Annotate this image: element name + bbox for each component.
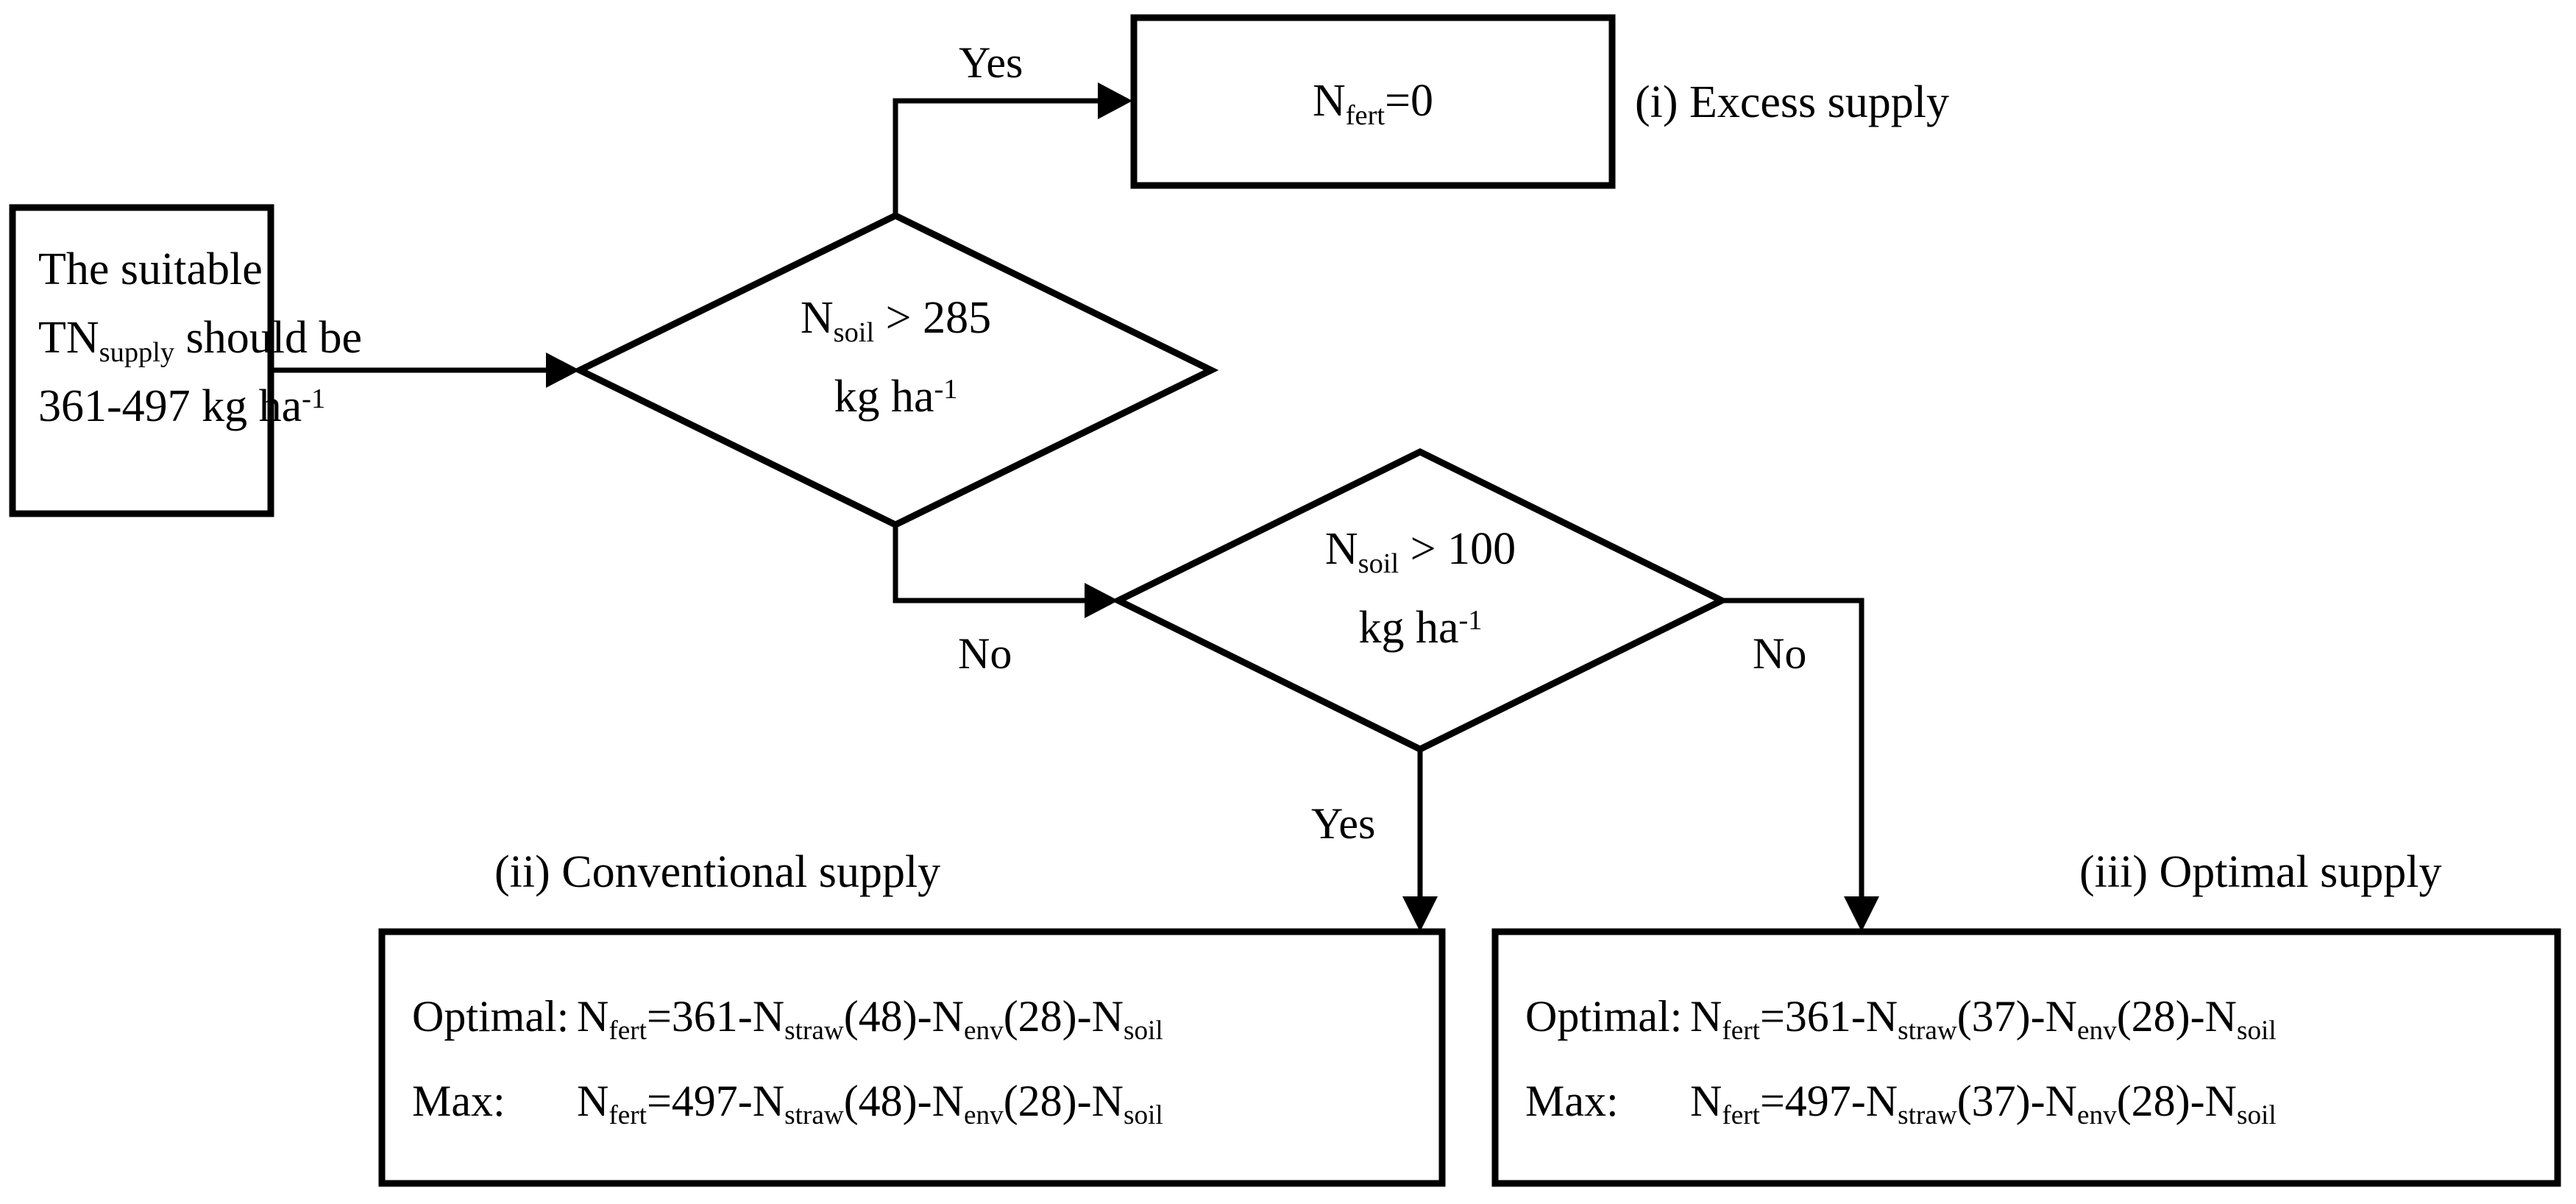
result-left-row2-env: N: [932, 1077, 964, 1125]
edge-label-no-left: No: [958, 629, 1012, 678]
result-left-row1-n: N: [577, 992, 609, 1041]
result-left-row1-label: Optimal:: [412, 992, 570, 1041]
result-right-box-text: Optimal:Nfert=361-Nstraw(37)-Nenv(28)-Ns…: [1525, 992, 2277, 1130]
result-right-row1-label: Optimal:: [1525, 992, 1683, 1041]
decision-2-line2-value: kg ha: [1358, 603, 1459, 654]
arrowhead-decision1-yes: [1098, 82, 1132, 119]
result-right-row1-env: N: [2045, 992, 2077, 1041]
result-top-suffix: =0: [1385, 76, 1434, 126]
edge-label-no-right: No: [1753, 629, 1807, 678]
result-left-row1-straw: N: [752, 992, 785, 1041]
caption-conventional-supply: (ii) Conventional supply: [494, 847, 941, 897]
result-right-row2-straw-sub: straw: [1898, 1100, 1957, 1131]
decision-2-line1-sub: soil: [1358, 548, 1399, 579]
result-left-row-2: Max:Nfert=497-Nstraw(48)-Nenv(28)-Nsoil: [412, 1077, 1163, 1130]
result-left-row2-n: N: [577, 1077, 609, 1125]
result-right-box-shape: [1491, 928, 2561, 1187]
result-right-row2-soil: N: [2204, 1077, 2237, 1125]
result-right-row2-env: N: [2045, 1077, 2077, 1125]
result-left-row1-env-val: (28)-: [1003, 992, 1092, 1041]
result-left-row1-soil-sub: soil: [1123, 1016, 1163, 1047]
result-left-row2-straw-val: (48)-: [843, 1077, 932, 1125]
result-right-row2-env-val: (28)-: [2116, 1077, 2205, 1125]
result-right-row2-env-sub: env: [2076, 1100, 2117, 1131]
result-left-row1-eq: =361-: [646, 992, 753, 1041]
decision-1-text: Nsoil > 285 kg ha-1: [754, 294, 1037, 421]
caption-excess-supply: (i) Excess supply: [1635, 77, 1950, 127]
result-right-row1-env-sub: env: [2076, 1016, 2117, 1047]
result-left-box-shape: [378, 928, 1446, 1187]
decision-1-line2-value: kg ha: [834, 372, 934, 422]
caption-optimal-supply: (iii) Optimal supply: [2079, 847, 2442, 897]
result-right-row1-soil-sub: soil: [2236, 1016, 2277, 1047]
result-right-row1-n-sub: fert: [1722, 1016, 1760, 1047]
decision-1-line1-sub: soil: [833, 316, 875, 348]
start-box-text: The suitable TNsupply should be 361-497 …: [38, 244, 362, 431]
result-right-row2-straw: N: [1865, 1077, 1898, 1125]
arrowhead-decision2-yes: [1402, 896, 1438, 932]
result-left-box-text: Optimal:Nfert=361-Nstraw(48)-Nenv(28)-Ns…: [412, 992, 1163, 1130]
decision-1-line1-suffix: > 285: [874, 293, 992, 343]
result-right-row2-n-sub: fert: [1722, 1100, 1760, 1131]
result-left-row1-env: N: [932, 992, 964, 1041]
start-box-line2-suffix: should be: [174, 313, 363, 364]
result-left-row-1: Optimal:Nfert=361-Nstraw(48)-Nenv(28)-Ns…: [412, 992, 1163, 1046]
decision-2-text: Nsoil > 100 kg ha-1: [1279, 525, 1562, 652]
result-left-row2-straw-sub: straw: [784, 1100, 844, 1131]
result-right-row1-soil: N: [2204, 992, 2237, 1041]
arrowhead-decision1-no: [1085, 583, 1118, 618]
decision-2-line1-prefix: N: [1324, 524, 1358, 574]
result-left-row2-env-sub: env: [963, 1100, 1004, 1131]
edge-label-yes-bottom: Yes: [1311, 799, 1376, 848]
connector-decision1-no: [893, 525, 1107, 603]
start-box-line2-prefix: TN: [38, 313, 99, 364]
result-left-row2-n-sub: fert: [608, 1100, 647, 1131]
start-box-line2-sub: supply: [99, 336, 175, 368]
result-right-row2-label: Max:: [1525, 1077, 1619, 1125]
result-right-row1-straw-sub: straw: [1898, 1016, 1957, 1047]
result-right-row-1: Optimal:Nfert=361-Nstraw(37)-Nenv(28)-Ns…: [1525, 992, 2277, 1046]
edge-label-yes-top: Yes: [959, 38, 1023, 87]
result-right-row1-n: N: [1690, 992, 1722, 1041]
result-right-row2-straw-val: (37)-: [1956, 1077, 2045, 1125]
result-left-row1-straw-val: (48)-: [843, 992, 932, 1041]
start-box-line3-sup: -1: [302, 383, 326, 414]
result-left-row2-eq: =497-: [646, 1077, 753, 1125]
start-box-line1: The suitable: [38, 244, 263, 294]
result-left-row2-soil: N: [1091, 1077, 1124, 1125]
result-left-row2-straw: N: [752, 1077, 785, 1125]
result-top-sub: fert: [1345, 99, 1385, 131]
result-top-prefix: N: [1312, 76, 1346, 126]
result-left-row1-env-sub: env: [963, 1016, 1004, 1047]
arrowhead-start-to-decision1: [546, 353, 580, 388]
result-right-row1-eq: =361-: [1759, 992, 1866, 1041]
result-left-row2-label: Max:: [412, 1077, 505, 1125]
result-left-row1-soil: N: [1091, 992, 1124, 1041]
result-right-row2-n: N: [1690, 1077, 1722, 1125]
connector-decision2-no: [1722, 598, 1864, 917]
result-right-row1-straw: N: [1865, 992, 1898, 1041]
decision-1-line2-sup: -1: [934, 373, 958, 405]
result-right-row1-env-val: (28)-: [2116, 992, 2205, 1041]
decision-1-line1-prefix: N: [800, 293, 834, 343]
result-top-box-shape: [1130, 14, 1616, 189]
result-left-row1-straw-sub: straw: [784, 1016, 844, 1047]
result-left-row2-env-val: (28)-: [1003, 1077, 1092, 1125]
result-right-row2-soil-sub: soil: [2236, 1100, 2277, 1131]
decision-2-line1-suffix: > 100: [1399, 524, 1516, 574]
start-box-shape: [9, 204, 274, 517]
result-right-row1-straw-val: (37)-: [1956, 992, 2045, 1041]
result-top-box-text: Nfert=0: [1134, 76, 1612, 130]
result-left-row2-soil-sub: soil: [1123, 1100, 1163, 1131]
result-right-row-2: Max:Nfert=497-Nstraw(37)-Nenv(28)-Nsoil: [1525, 1077, 2277, 1130]
arrowhead-decision2-no: [1844, 896, 1879, 932]
start-box-line3-value: 361-497 kg ha: [38, 381, 302, 432]
connector-decision1-yes: [893, 98, 1119, 216]
result-left-row1-n-sub: fert: [608, 1016, 647, 1047]
decision-2-line2-sup: -1: [1458, 604, 1483, 636]
result-right-row2-eq: =497-: [1759, 1077, 1866, 1125]
